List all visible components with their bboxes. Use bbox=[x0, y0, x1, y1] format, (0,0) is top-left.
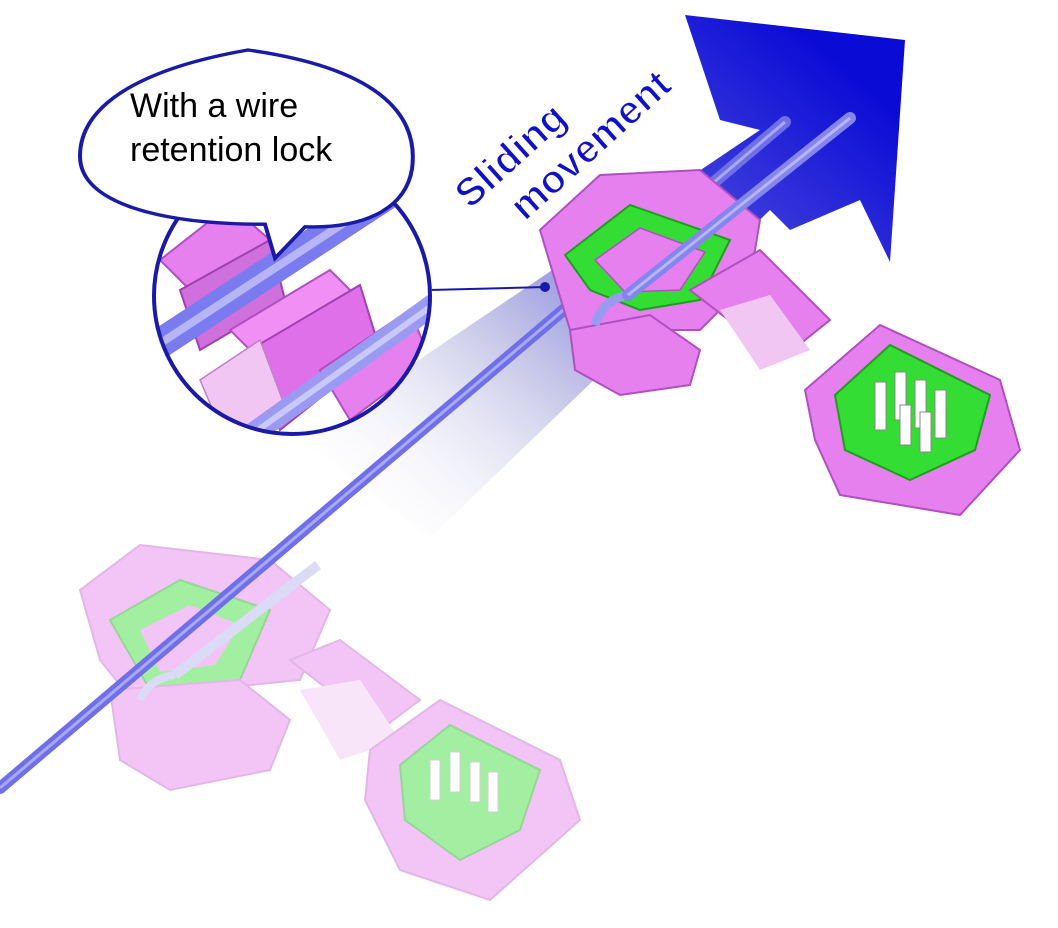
connector-slid-position bbox=[538, 112, 1022, 517]
callout-line1: With a wire bbox=[130, 87, 299, 125]
speech-bubble bbox=[77, 48, 415, 262]
connector-original-position bbox=[78, 543, 582, 902]
callout-leader-line bbox=[429, 286, 546, 291]
callout-text: With a wire retention lock bbox=[130, 84, 390, 172]
callout-line2: retention lock bbox=[130, 131, 333, 169]
